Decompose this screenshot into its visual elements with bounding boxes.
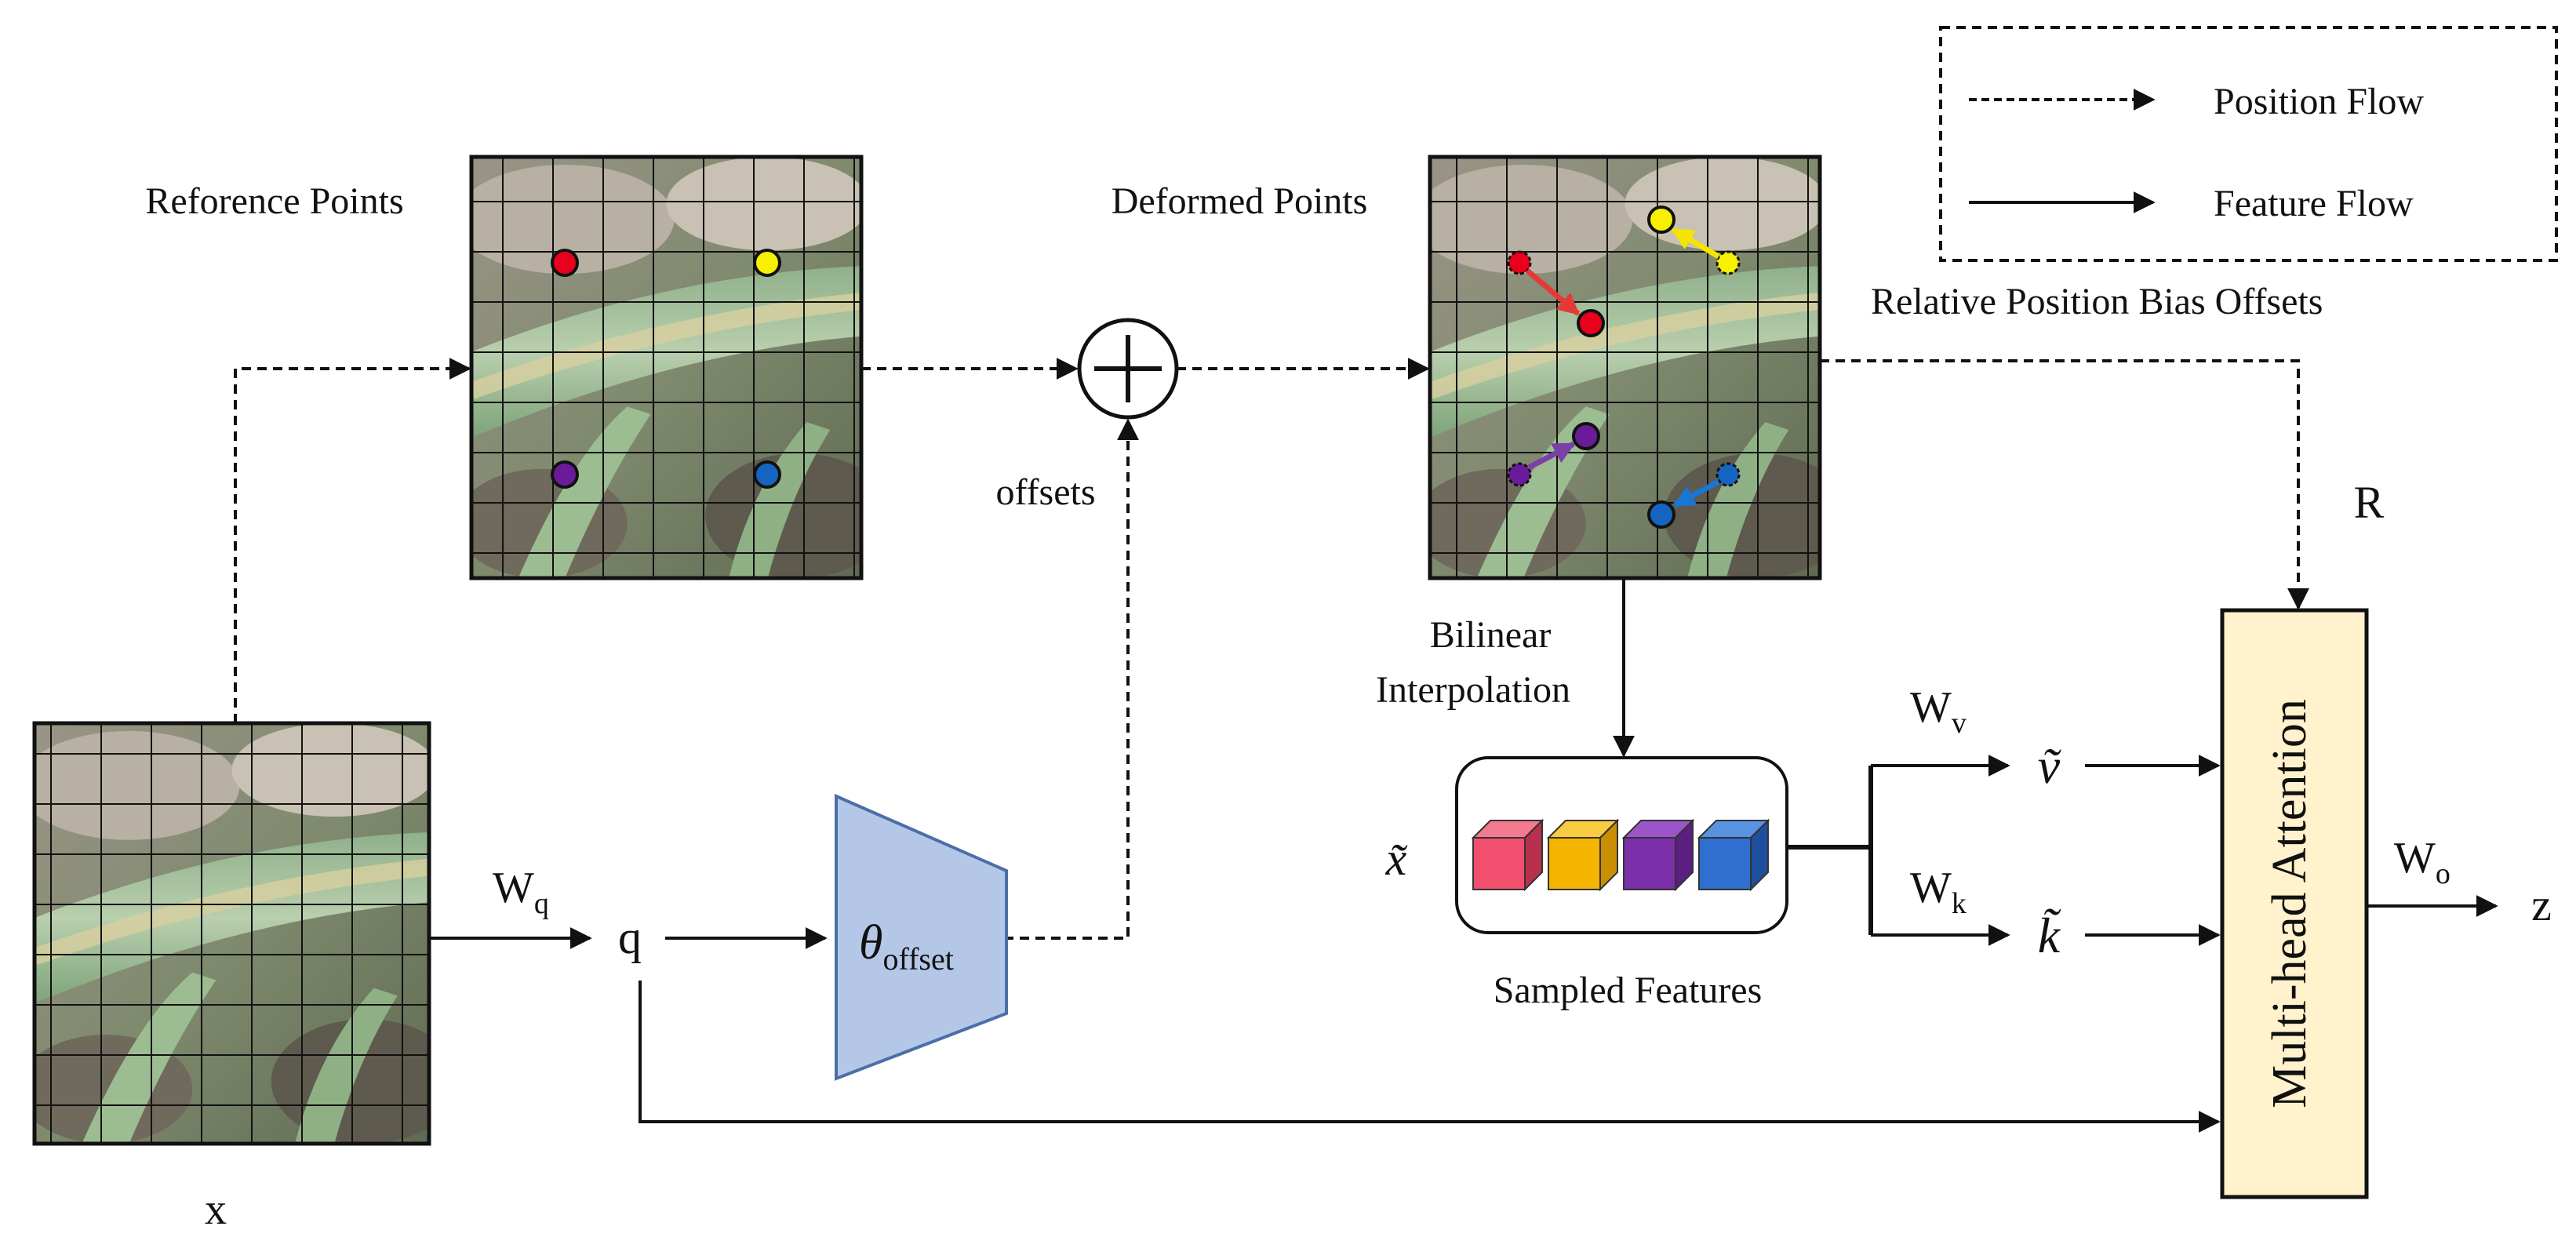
legend: Position Flow Feature Flow — [1939, 26, 2558, 262]
wo-label: Wo — [2394, 834, 2450, 890]
addition-node — [1077, 318, 1179, 420]
feature-cube-purple — [1621, 818, 1695, 892]
sampled-features-box — [1455, 756, 1788, 934]
q-to-mha-arrow — [639, 981, 2221, 1133]
interpolation-label: Interpolation — [1376, 669, 1570, 711]
theta-offset-label: θoffset — [859, 916, 954, 977]
ref-point-red — [551, 249, 579, 277]
offset-arrow-blue — [1672, 478, 1720, 508]
deformed-point-blue — [1647, 500, 1675, 529]
deformed-points-label: Deformed Points — [1112, 180, 1368, 222]
wv-label: Wv — [1910, 683, 1967, 740]
reference-points-map — [469, 155, 864, 580]
ref-point-purple — [551, 460, 579, 489]
deformed-points-map — [1428, 155, 1822, 580]
q-label: q — [618, 911, 642, 963]
bilinear-label: Bilinear — [1430, 614, 1552, 656]
v-tilde-label: ṽ — [2038, 738, 2061, 794]
deformed-point-yellow — [1647, 206, 1675, 234]
multi-head-attention-block: Multi-head Attention — [2220, 608, 2369, 1199]
r-label: R — [2354, 477, 2385, 528]
legend-position-flow-label: Position Flow — [2214, 81, 2424, 122]
position-flow-arrows — [234, 358, 2309, 940]
offset-arrow-yellow — [1671, 227, 1720, 260]
mha-label: Multi-head Attention — [2263, 699, 2316, 1108]
wq-label: Wq — [493, 864, 549, 920]
deformed-point-red — [1577, 309, 1605, 337]
offset-arrow-red — [1525, 268, 1581, 316]
ref-point-yellow — [753, 249, 781, 277]
feature-cube-red — [1471, 818, 1545, 892]
offsets-label: offsets — [995, 471, 1095, 513]
ref-point-blue — [753, 460, 781, 489]
legend-box — [1939, 26, 2558, 262]
sampled-features-label: Sampled Features — [1494, 970, 1763, 1011]
wk-label: Wk — [1910, 864, 1967, 920]
input-feature-map — [32, 721, 431, 1146]
relative-position-bias-offsets-label: Relative Position Bias Offsets — [1871, 281, 2323, 322]
feature-flow-arrows — [429, 578, 2498, 1133]
legend-feature-flow-label: Feature Flow — [2214, 183, 2414, 224]
offset-arrow-purple — [1527, 441, 1576, 471]
feature-cube-orange — [1546, 818, 1620, 892]
z-output-label: z — [2531, 879, 2552, 930]
deformed-to-mha-arrow — [1820, 359, 2309, 610]
offset-network: θoffset — [835, 793, 1008, 1081]
feature-cube-blue — [1697, 818, 1770, 892]
k-tilde-label: k̃ — [2038, 908, 2061, 963]
x-tilde-label: x̃ — [1385, 833, 1408, 885]
input-x-label: x — [205, 1185, 227, 1234]
x-to-reference-arrow — [234, 358, 471, 723]
deformed-point-purple — [1572, 422, 1600, 450]
reference-points-label: Reforence Points — [145, 180, 403, 222]
